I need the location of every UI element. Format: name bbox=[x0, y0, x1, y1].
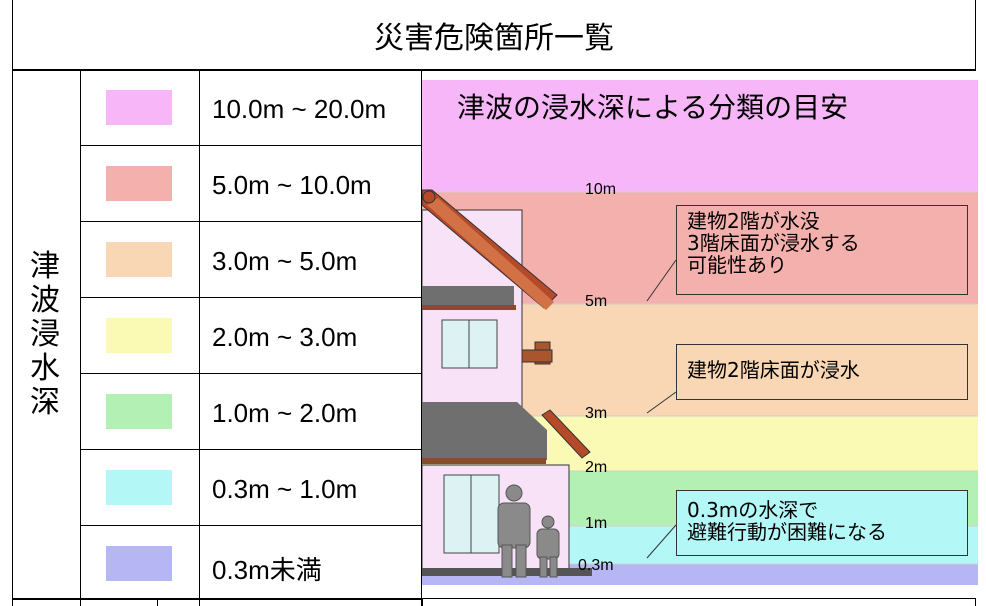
color-swatch bbox=[106, 546, 172, 581]
house-mid-roof bbox=[422, 402, 547, 460]
category-char: 浸 bbox=[30, 317, 60, 352]
color-swatch bbox=[106, 242, 172, 277]
callout-line: 避難行動が困難になる bbox=[687, 520, 887, 544]
band-10-20m bbox=[422, 80, 978, 192]
level-label: 10m bbox=[585, 181, 617, 198]
callout-line: 3階床面が浸水する bbox=[687, 231, 860, 255]
range-label: 3.0m ~ 5.0m bbox=[212, 246, 358, 276]
row-line bbox=[80, 297, 422, 298]
table-border-left bbox=[12, 70, 13, 606]
color-swatch bbox=[106, 90, 172, 125]
range-label: 0.3m ~ 1.0m bbox=[212, 474, 358, 504]
category-char: 津 bbox=[30, 249, 60, 284]
row-line bbox=[80, 145, 422, 146]
table-divider-2 bbox=[199, 70, 200, 606]
house-roof-tile bbox=[427, 198, 554, 310]
house-upper-trim bbox=[422, 305, 516, 310]
level-label: 5m bbox=[585, 293, 608, 310]
level-label: 1m bbox=[585, 515, 608, 532]
bottom-strip-tick bbox=[422, 598, 423, 606]
table-bottom-line bbox=[12, 599, 422, 600]
row-line bbox=[80, 221, 422, 222]
category-char: 水 bbox=[30, 351, 60, 386]
house-chimney-cap bbox=[521, 349, 553, 363]
callout-pointers bbox=[646, 259, 677, 559]
row-line bbox=[80, 449, 422, 450]
range-label: 10.0m ~ 20.0m bbox=[212, 94, 387, 124]
category-char: 深 bbox=[30, 385, 60, 420]
callout-2nd-floor-flooded: 建物2階床面が浸水 bbox=[676, 344, 968, 400]
color-swatch bbox=[106, 470, 172, 505]
callout-evacuation-difficult: 0.3mの水深で 避難行動が困難になる bbox=[676, 490, 968, 556]
diagram-title: 津波の浸水深による分類の目安 bbox=[457, 91, 849, 124]
color-swatch bbox=[106, 166, 172, 201]
range-label: 2.0m ~ 3.0m bbox=[212, 322, 358, 352]
color-swatch bbox=[106, 318, 172, 353]
callout-line: 可能性あり bbox=[687, 253, 787, 277]
table-divider-1 bbox=[80, 70, 81, 606]
title-divider bbox=[12, 69, 976, 71]
level-label: 2m bbox=[585, 459, 608, 476]
range-label: 0.3m未満 bbox=[212, 555, 322, 585]
bottom-strip-tick bbox=[975, 598, 976, 606]
row-line bbox=[80, 525, 422, 526]
house-lower-trim bbox=[422, 458, 546, 464]
category-char: 波 bbox=[30, 283, 60, 318]
legend-category-label: 津 波 浸 水 深 bbox=[20, 250, 70, 420]
callout-2nd-floor-submerged: 建物2階が水没 3階床面が浸水する 可能性あり bbox=[676, 205, 968, 295]
house-upper-eave bbox=[422, 286, 514, 308]
callout-line: 建物2階床面が浸水 bbox=[687, 358, 860, 382]
row-line bbox=[80, 373, 422, 374]
level-label: 3m bbox=[585, 405, 608, 422]
page-title: 災害危険箇所一覧 bbox=[12, 0, 976, 70]
person-adult-icon bbox=[497, 484, 531, 578]
person-child-icon bbox=[536, 515, 560, 578]
bottom-strip-tick bbox=[157, 598, 158, 606]
range-label: 1.0m ~ 2.0m bbox=[212, 398, 358, 428]
house-roof-ridge bbox=[422, 190, 436, 204]
level-label: 0.3m bbox=[578, 557, 614, 574]
callout-line: 建物2階が水没 bbox=[687, 209, 820, 233]
house-lower-roof bbox=[541, 409, 591, 459]
color-swatch bbox=[106, 394, 172, 429]
bottom-strip bbox=[12, 598, 976, 599]
range-label: 5.0m ~ 10.0m bbox=[212, 170, 372, 200]
callout-line: 0.3mの水深で bbox=[687, 498, 819, 522]
